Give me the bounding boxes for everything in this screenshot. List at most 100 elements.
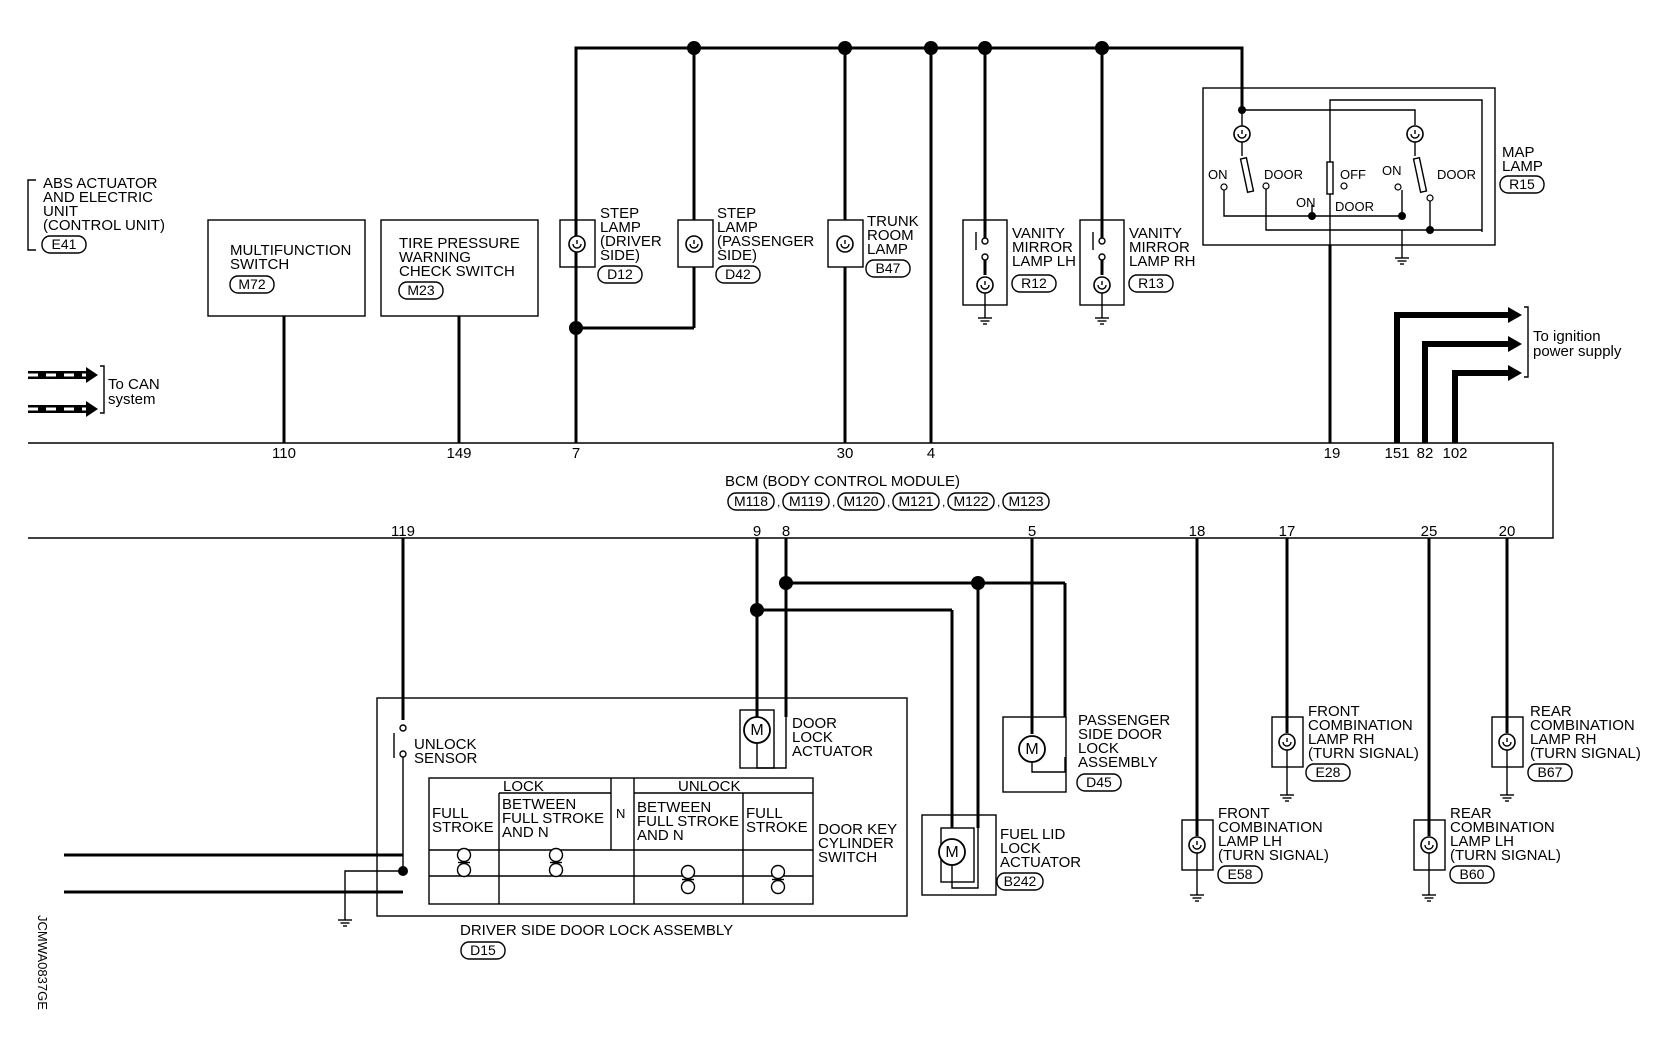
svg-text:(TURN SIGNAL): (TURN SIGNAL) xyxy=(1530,745,1641,762)
connector-tag: M118 xyxy=(727,492,775,511)
motor-icon xyxy=(938,838,966,866)
connector-tag: R15 xyxy=(1499,175,1545,194)
contact-icon xyxy=(680,864,696,895)
trunk-room-lamp: TRUNK ROOM LAMP B47 xyxy=(827,213,919,278)
svg-text:BETWEEN: BETWEEN xyxy=(637,799,711,816)
ground-icon xyxy=(1279,794,1295,802)
lamp-icon xyxy=(1233,125,1251,143)
fuel-lid-lock-actuator: FUEL LID LOCK ACTUATOR B242 xyxy=(750,576,1081,896)
svg-text:ON: ON xyxy=(1296,195,1316,210)
svg-text:LAMP RH: LAMP RH xyxy=(1530,731,1596,748)
svg-text:E28: E28 xyxy=(1316,764,1341,780)
svg-text:ACTUATOR: ACTUATOR xyxy=(1000,854,1081,871)
connector-tag: D15 xyxy=(460,941,506,960)
svg-text:FULL STROKE: FULL STROKE xyxy=(502,810,604,827)
vanity-mirror-lamp-rh: VANITY MIRROR LAMP RH R13 xyxy=(1079,219,1195,325)
svg-text:SENSOR: SENSOR xyxy=(414,750,478,767)
svg-text:SIDE): SIDE) xyxy=(717,247,757,264)
svg-text:R12: R12 xyxy=(1021,275,1047,291)
pin-8: 8 xyxy=(782,523,790,540)
pin-20: 20 xyxy=(1499,523,1516,540)
driver-side-door-lock-assembly: UNLOCK SENSOR DOOR LOCK ACTUATOR LOCK UN… xyxy=(64,538,908,960)
svg-text:ASSEMBLY: ASSEMBLY xyxy=(1078,754,1158,771)
svg-text:FRONT: FRONT xyxy=(1218,805,1270,822)
connector-tag: E58 xyxy=(1217,865,1263,884)
svg-text:system: system xyxy=(108,391,156,408)
svg-text:AND N: AND N xyxy=(637,827,684,844)
svg-text:M72: M72 xyxy=(238,276,265,292)
svg-text:ROOM: ROOM xyxy=(867,227,914,244)
pin-102: 102 xyxy=(1442,445,1467,462)
svg-text:COMBINATION: COMBINATION xyxy=(1450,819,1555,836)
svg-text:VANITY: VANITY xyxy=(1129,225,1182,242)
diagram-code: JCMWA0837GE xyxy=(35,915,50,1010)
svg-text:TRUNK: TRUNK xyxy=(867,213,919,230)
svg-text:M118: M118 xyxy=(734,493,768,509)
svg-text:REAR: REAR xyxy=(1450,805,1492,822)
pin-25: 25 xyxy=(1421,523,1438,540)
svg-text:FULL: FULL xyxy=(746,805,783,822)
svg-text:R13: R13 xyxy=(1138,275,1164,291)
svg-text:(DRIVER: (DRIVER xyxy=(600,233,662,250)
abs-actuator: ABS ACTUATOR AND ELECTRIC UNIT (CONTROL … xyxy=(27,175,165,254)
svg-text:To CAN: To CAN xyxy=(108,376,160,393)
svg-text:(CONTROL UNIT): (CONTROL UNIT) xyxy=(43,217,165,234)
svg-text:MAP: MAP xyxy=(1502,144,1535,161)
svg-text:STROKE: STROKE xyxy=(432,819,494,836)
svg-text:(TURN SIGNAL): (TURN SIGNAL) xyxy=(1450,847,1561,864)
lamp-icon xyxy=(685,235,703,253)
svg-text:M121: M121 xyxy=(898,493,933,509)
svg-text:OFF: OFF xyxy=(1340,167,1366,182)
svg-text:LAMP: LAMP xyxy=(600,219,641,236)
connector-tag: E41 xyxy=(41,235,87,254)
svg-text:CHECK SWITCH: CHECK SWITCH xyxy=(399,263,515,280)
svg-text:FRONT: FRONT xyxy=(1308,703,1360,720)
step-lamp-driver: STEP LAMP (DRIVER SIDE) D12 xyxy=(559,205,662,284)
contact-icon xyxy=(548,847,564,878)
svg-text:SWITCH: SWITCH xyxy=(818,849,877,866)
svg-text:(PASSENGER: (PASSENGER xyxy=(717,233,814,250)
bcm-connectors: M118 , M119 , M120 , M121 , M122 , M123 xyxy=(727,492,1050,511)
ground-icon xyxy=(1499,794,1515,802)
tire-pressure-switch: TIRE PRESSURE WARNING CHECK SWITCH M23 xyxy=(380,219,539,443)
connector-tag: B67 xyxy=(1527,763,1573,782)
lamp-icon xyxy=(1420,836,1438,854)
pin-18: 18 xyxy=(1189,523,1206,540)
svg-text:,: , xyxy=(887,495,890,509)
can-system: To CAN system xyxy=(28,365,160,417)
svg-text:,: , xyxy=(997,495,1000,509)
connector-tag: M119 xyxy=(782,492,830,511)
svg-text:ABS ACTUATOR: ABS ACTUATOR xyxy=(43,175,158,192)
front-combination-lamp-rh: FRONT COMBINATION LAMP RH (TURN SIGNAL) … xyxy=(1271,538,1419,802)
svg-text:LAMP RH: LAMP RH xyxy=(1129,253,1195,270)
svg-text:COMBINATION: COMBINATION xyxy=(1308,717,1413,734)
svg-text:,: , xyxy=(942,495,945,509)
svg-text:,: , xyxy=(832,495,835,509)
svg-text:COMBINATION: COMBINATION xyxy=(1218,819,1323,836)
svg-text:B242: B242 xyxy=(1004,873,1037,889)
svg-text:STROKE: STROKE xyxy=(746,819,808,836)
svg-text:ON: ON xyxy=(1208,167,1228,182)
svg-text:WARNING: WARNING xyxy=(399,249,471,266)
svg-text:MULTIFUNCTION: MULTIFUNCTION xyxy=(230,242,351,259)
svg-text:D42: D42 xyxy=(725,266,751,282)
ground-icon xyxy=(1094,317,1110,325)
map-lamp: ON DOOR OFF ON DOOR ON DOOR MAP LAMP R15 xyxy=(1202,48,1545,443)
svg-text:LOCK: LOCK xyxy=(792,729,833,746)
bcm-title: BCM (BODY CONTROL MODULE) xyxy=(725,473,960,490)
connector-tag: M121 xyxy=(892,492,940,511)
svg-text:D12: D12 xyxy=(607,266,633,282)
pin-119: 119 xyxy=(391,523,415,540)
connector-tag: R12 xyxy=(1011,274,1057,293)
svg-text:PASSENGER: PASSENGER xyxy=(1078,712,1170,729)
svg-text:LAMP LH: LAMP LH xyxy=(1450,833,1514,850)
svg-text:(TURN SIGNAL): (TURN SIGNAL) xyxy=(1218,847,1329,864)
pin-110: 110 xyxy=(272,445,296,462)
lamp-icon xyxy=(1498,733,1516,751)
ignition-power-supply: To ignition power supply xyxy=(1394,306,1622,443)
svg-text:UNLOCK: UNLOCK xyxy=(678,778,741,795)
svg-text:AND N: AND N xyxy=(502,824,549,841)
svg-text:AND ELECTRIC: AND ELECTRIC xyxy=(43,189,153,206)
rear-combination-lamp-rh: REAR COMBINATION LAMP RH (TURN SIGNAL) B… xyxy=(1491,538,1641,802)
